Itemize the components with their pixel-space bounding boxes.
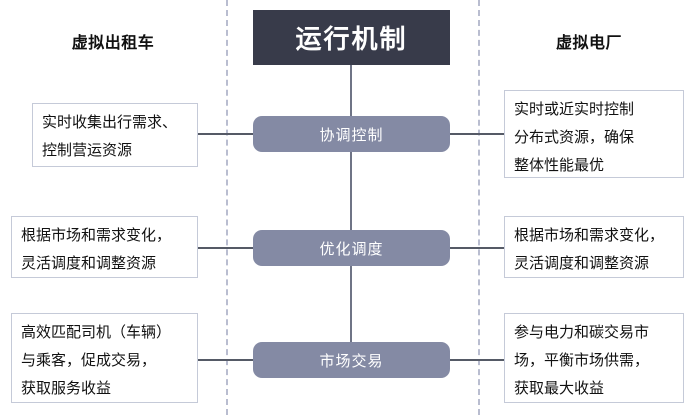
text-box-right-row-1: 实时或近实时控制 分布式资源，确保 整体性能最优 <box>504 90 684 178</box>
connector-left-row-2 <box>198 247 253 249</box>
text-box-left-row-3: 高效匹配司机（车辆） 与乘客，促成交易， 获取服务收益 <box>11 313 198 403</box>
connector-left-row-3 <box>198 359 253 361</box>
text-box-right-row-2: 根据市场和需求变化， 灵活调度和调整资源 <box>504 216 684 278</box>
spine-segment-1 <box>350 65 352 116</box>
column-heading-virtual-power-plant: 虚拟电厂 <box>555 35 622 52</box>
mechanism-pill-coordinated-control[interactable]: 协调控制 <box>253 116 450 152</box>
center-title-block: 运行机制 <box>253 10 450 65</box>
column-divider-left <box>226 0 228 415</box>
column-heading-virtual-taxi: 虚拟出租车 <box>71 35 155 52</box>
text-box-right-row-3: 参与电力和碳交易市 场，平衡市场供需， 获取最大收益 <box>504 313 684 403</box>
connector-left-row-1 <box>198 133 253 135</box>
text-box-left-row-1: 实时收集出行需求、 控制营运资源 <box>32 103 198 167</box>
spine-segment-2 <box>350 152 352 230</box>
column-divider-right <box>478 0 480 415</box>
mechanism-pill-optimized-dispatch[interactable]: 优化调度 <box>253 230 450 266</box>
mechanism-pill-market-trading[interactable]: 市场交易 <box>253 342 450 378</box>
text-box-left-row-2: 根据市场和需求变化， 灵活调度和调整资源 <box>11 216 198 278</box>
connector-right-row-3 <box>450 359 504 361</box>
connector-right-row-2 <box>450 247 504 249</box>
connector-right-row-1 <box>450 133 504 135</box>
spine-segment-3 <box>350 266 352 342</box>
